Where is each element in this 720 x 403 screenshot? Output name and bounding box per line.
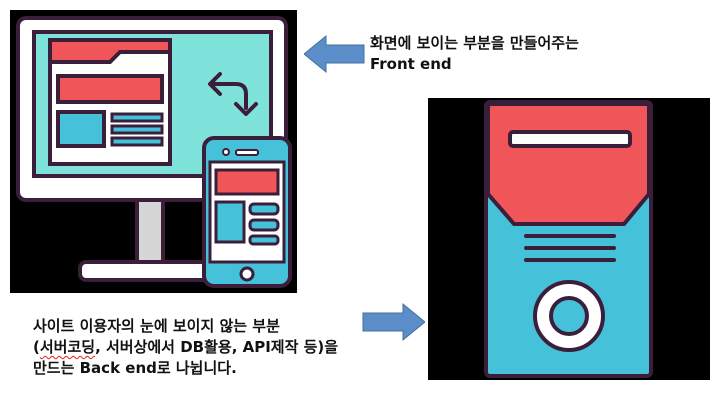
phone-banner [214,168,280,196]
monitor-neck [135,198,165,268]
backend-line-2-post: , 서버상에서 DB활용, API제작 등)을 [95,338,339,356]
backend-line-2-pre: ( [33,338,40,356]
phone-panel [214,200,246,244]
phone-camera [222,148,230,156]
backend-line-3: 만드는 Back end로 나뉩니다. [33,359,237,377]
monitor-phone-illustration [10,10,297,293]
backend-line-2: (서버코딩, 서버상에서 DB활용, API제작 등)을 [33,337,338,358]
frontend-line-1: 화면에 보이는 부분을 만들어주는 [370,34,579,52]
phone-home-button [239,266,255,282]
phone-line-2 [248,218,280,232]
server-top [486,102,651,226]
phone-speaker [235,149,259,156]
rotate-arrow-icon [208,72,258,116]
frontend-description: 화면에 보이는 부분을 만들어주는 Front end [370,33,579,75]
browser-titlebar [48,38,172,64]
frontend-line-2: Front end [370,55,452,73]
browser-line-3 [110,136,164,147]
backend-line-2-misspelled: 서버코딩 [39,338,96,356]
backend-description: 사이트 이용자의 눈에 보이지 않는 부분 (서버코딩, 서버상에서 DB활용,… [33,316,338,379]
phone-line-3 [248,234,280,246]
arrow-right-icon [362,302,425,342]
browser-panel-left [56,110,106,148]
phone-line-1 [248,202,280,216]
browser-line-1 [110,112,164,123]
backend-line-1: 사이트 이용자의 눈에 보이지 않는 부분 [33,317,280,335]
arrow-left-icon [304,34,365,74]
server-drive-slot [508,130,632,148]
browser-line-2 [110,124,164,135]
browser-banner [56,74,164,104]
monitor-base [78,260,222,282]
server-tower-illustration [428,98,710,380]
server-power-inner [549,296,589,336]
